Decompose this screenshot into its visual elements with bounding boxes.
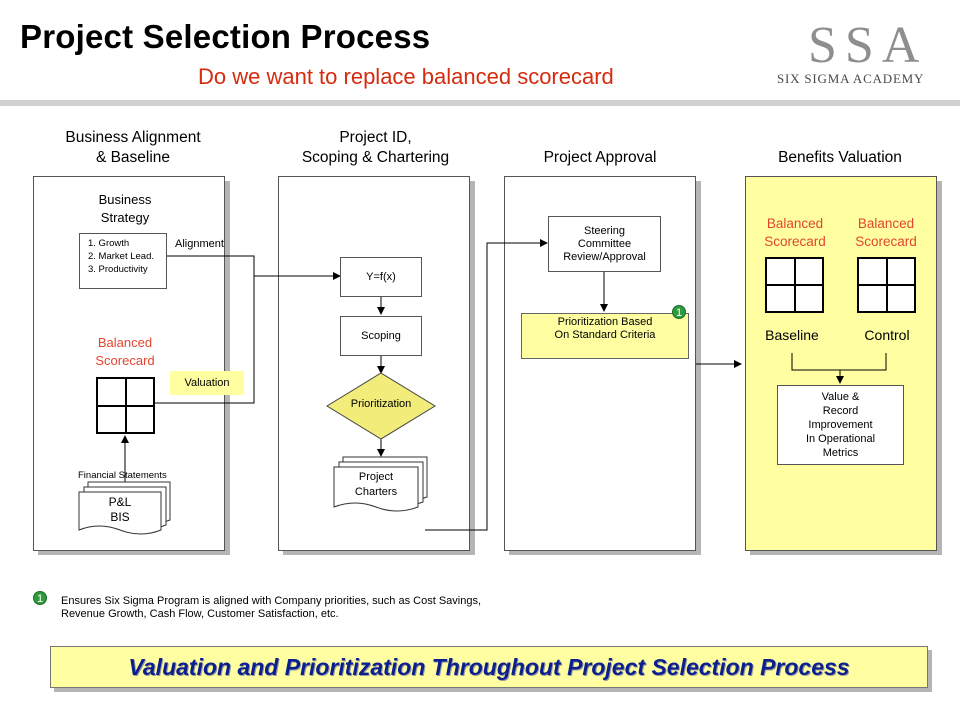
note-badge-marker: 1 (672, 305, 686, 319)
alignment-label: Alignment (175, 238, 224, 250)
scorecard-label-line: Balanced (857, 216, 915, 231)
scorecard-cell (766, 258, 795, 285)
scorecard-cell (97, 378, 126, 406)
column-heading-business-alignment: Business Alignment & Baseline (28, 128, 238, 168)
financial-doc-text: P&L BIS (79, 492, 161, 528)
strategy-heading-line: Strategy (100, 210, 150, 225)
value-line: Metrics (822, 447, 859, 459)
column-heading-line: Project ID, (339, 129, 412, 146)
financial-statements-label: Financial Statements (78, 470, 167, 481)
strategy-list-box: 1. Growth 2. Market Lead. 3. Productivit… (79, 233, 167, 289)
baseline-label: Baseline (765, 327, 819, 343)
scorecard-cell (886, 258, 915, 285)
strategy-heading-line: Business (98, 192, 152, 207)
scorecard-cell (125, 405, 154, 433)
page-title: Project Selection Process (20, 18, 431, 55)
prioritization-label: Prioritization (350, 398, 412, 410)
scorecard-cell (858, 285, 887, 312)
scorecard-cell (794, 285, 823, 312)
steering-line: Review/Approval (563, 250, 646, 263)
scorecard-label-line: Scorecard (764, 234, 826, 249)
footnote-line: Ensures Six Sigma Program is aligned wit… (61, 595, 482, 607)
value-line: Improvement (808, 419, 873, 431)
control-scorecard-grid (857, 257, 916, 313)
footer-banner: Valuation and Prioritization Throughout … (50, 646, 928, 688)
steering-line: Steering (584, 224, 625, 237)
scorecard-label-line: Balanced (97, 335, 153, 350)
scorecard-cell (97, 405, 126, 433)
scorecard-label-line: Balanced (766, 216, 824, 231)
column-heading-line: & Baseline (95, 149, 171, 166)
baseline-scorecard-grid (765, 257, 824, 313)
column-heading-benefits-valuation: Benefits Valuation (778, 149, 902, 166)
value-line: Record (822, 405, 859, 417)
scorecard-label-line: Scorecard (95, 353, 155, 368)
column-heading-project-approval: Project Approval (543, 149, 657, 166)
control-label: Control (864, 327, 910, 343)
ssa-logo-subtitle: SIX SIGMA ACADEMY (777, 71, 925, 86)
footnote-badge: 1 (33, 591, 47, 605)
column-heading-line: Scoping & Chartering (301, 149, 450, 166)
column-heading-project-id: Project ID, Scoping & Chartering (268, 128, 483, 168)
strategy-item: 2. Market Lead. (88, 251, 155, 262)
scorecard-cell (794, 258, 823, 285)
value-record-box: Value & Record Improvement In Operationa… (777, 385, 904, 465)
value-line: In Operational (805, 433, 876, 445)
criteria-line: On Standard Criteria (554, 329, 656, 341)
charters-line: Project (358, 471, 394, 483)
baseline-scorecard-label: Balanced Scorecard (750, 215, 840, 251)
valuation-label-box: Valuation (170, 371, 244, 395)
footnote-text: Ensures Six Sigma Program is aligned wit… (61, 595, 481, 621)
financial-doc-line: BIS (110, 510, 130, 524)
control-scorecard-label: Balanced Scorecard (841, 215, 931, 251)
business-strategy-heading: Business Strategy (60, 191, 190, 227)
scorecard-cell (858, 258, 887, 285)
prioritization-criteria-box: Prioritization Based On Standard Criteri… (521, 313, 689, 359)
header-divider (0, 100, 960, 106)
strategy-item: 3. Productivity (88, 264, 148, 275)
scorecard-cell (766, 285, 795, 312)
financial-doc-line: P&L (108, 495, 132, 509)
footer-banner-text: Valuation and Prioritization Throughout … (128, 653, 850, 680)
balanced-scorecard-grid (96, 377, 155, 434)
value-line: Value & (821, 391, 860, 403)
strategy-item: 1. Growth (88, 238, 130, 249)
column-heading-line: Business Alignment (65, 129, 201, 146)
charters-line: Charters (354, 486, 398, 498)
steering-line: Committee (577, 237, 632, 250)
criteria-line: Prioritization Based (557, 316, 653, 328)
steering-committee-box: Steering Committee Review/Approval (548, 216, 661, 272)
yfx-box: Y=f(x) (340, 257, 422, 297)
scoping-box: Scoping (340, 316, 422, 356)
project-charters-label: Project Charters (334, 470, 418, 500)
footnote-line: Revenue Growth, Cash Flow, Customer Sati… (61, 608, 339, 620)
scorecard-label-line: Scorecard (855, 234, 917, 249)
scorecard-cell (886, 285, 915, 312)
ssa-logo: SSA (808, 17, 928, 74)
scorecard-cell (125, 378, 154, 406)
page-subtitle: Do we want to replace balanced scorecard (198, 64, 614, 89)
balanced-scorecard-label: Balanced Scorecard (60, 334, 190, 370)
